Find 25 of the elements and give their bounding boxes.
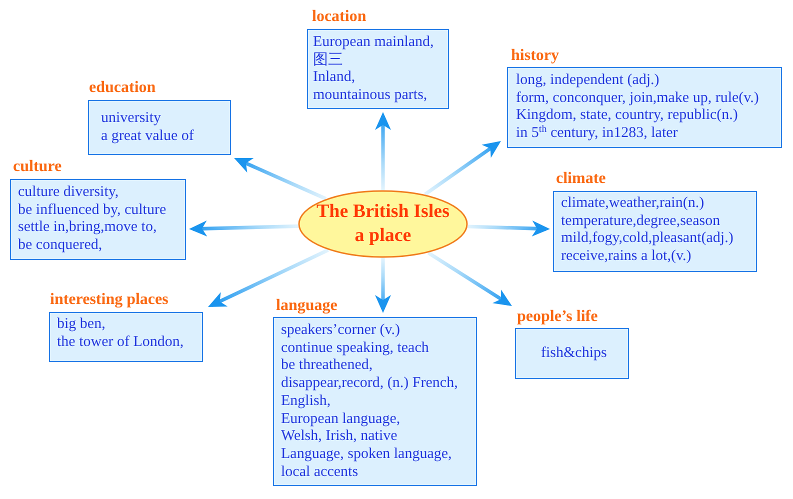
box-heading: history — [511, 47, 559, 65]
arrow — [427, 251, 512, 306]
text-box: European mainland, 图三 Inland, mountainous parts, — [307, 29, 449, 109]
ellipse-node: The British Isles a place — [298, 190, 468, 258]
box-heading: language — [276, 297, 338, 315]
box-heading: climate — [556, 170, 606, 188]
text-box: speakers’corner (v.) continue speaking, teach be threathened, disappear,record, (n.) French, English, European language, Welsh, Irish, native Language, spoken language, local accents — [273, 317, 477, 486]
box-heading: interesting places — [50, 291, 168, 309]
box-heading: people’s life — [517, 308, 598, 326]
arrow — [234, 158, 327, 200]
text-box: fish&chips — [515, 328, 629, 379]
arrow — [468, 220, 550, 236]
text-box: culture diversity, be influenced by, culture settle in,bring,move to, be conquered, — [10, 179, 186, 260]
arrow — [375, 258, 391, 313]
box-heading: culture — [13, 158, 62, 176]
text-box: climate,weather,rain(n.) temperature,degree,season mild,fogy,cold,pleasant(adj.) receive,rains a lot,(v.) — [553, 191, 757, 272]
text-box: university a great value of — [88, 100, 231, 155]
arrow — [424, 141, 501, 196]
box-heading: location — [312, 8, 366, 26]
arrow — [375, 112, 391, 190]
arrow — [189, 220, 298, 237]
text-box: long, independent (adj.) form, conconquer, join,make up, rule(v.) Kingdom, state, country, republic(n.) in 5$^{th}$ century, in1283, later — [507, 67, 782, 148]
arrow — [208, 248, 329, 308]
text-box: big ben, the tower of London, — [49, 312, 203, 362]
box-heading: education — [89, 79, 156, 97]
